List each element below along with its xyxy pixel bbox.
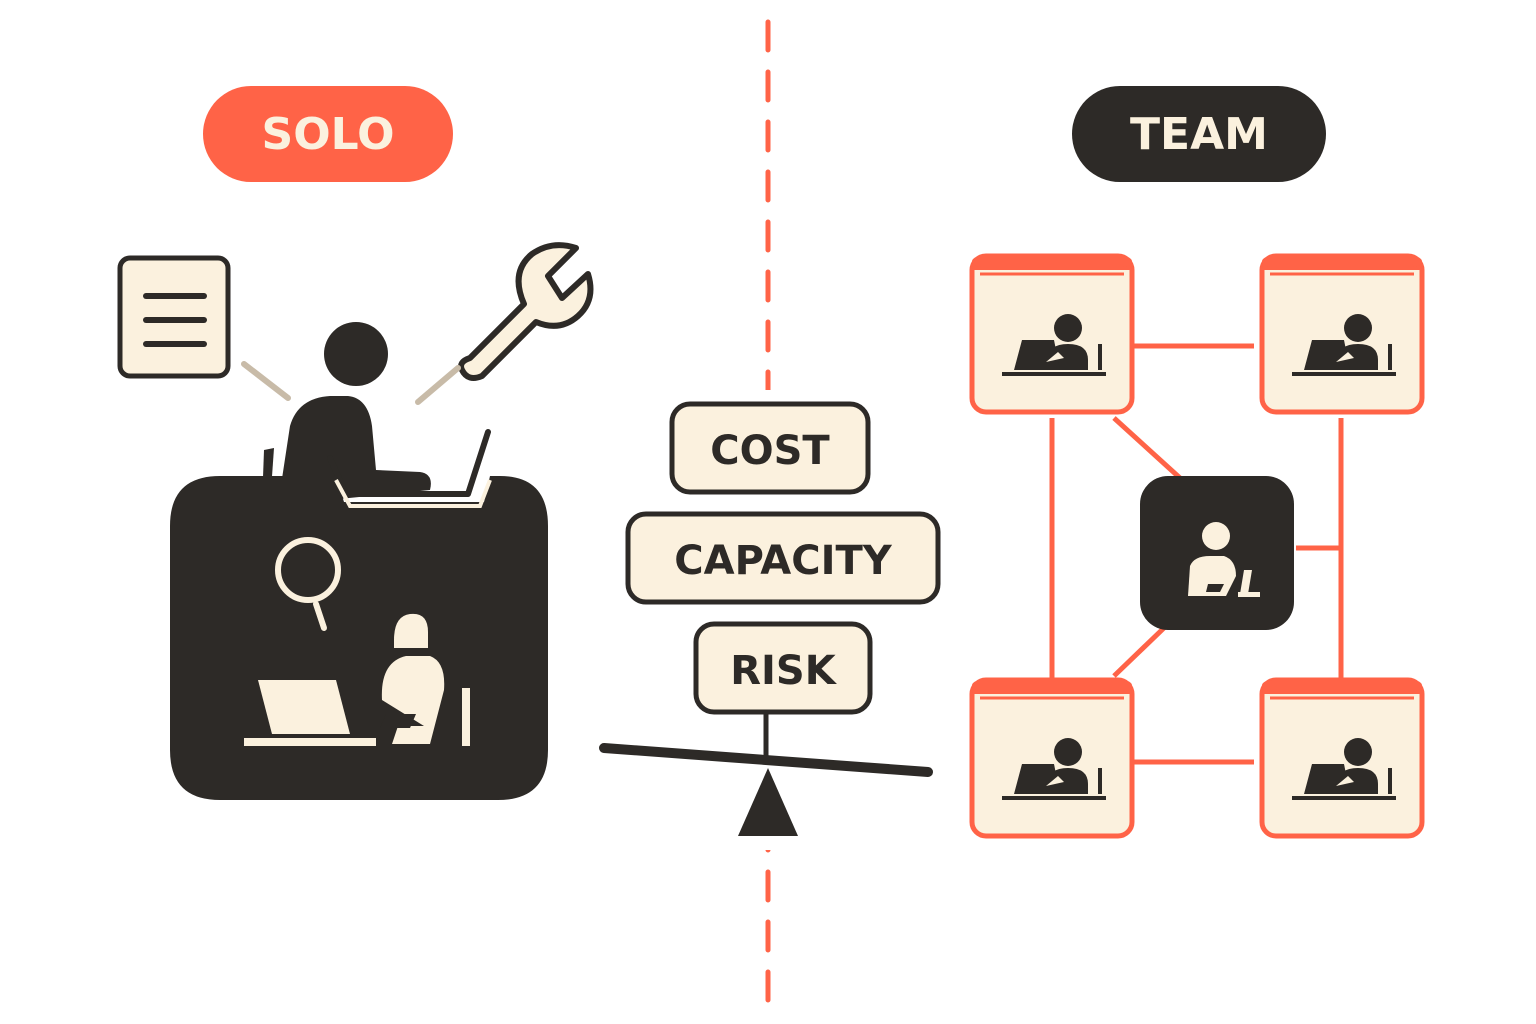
factor-stack: COST CAPACITY RISK <box>625 401 941 715</box>
factor-cost: COST <box>669 401 871 495</box>
desk-worker-icon <box>244 613 470 746</box>
team-member-top-left <box>972 256 1132 412</box>
team-member-bottom-left <box>972 680 1132 836</box>
factor-capacity-label: CAPACITY <box>674 538 892 584</box>
team-label-pill: TEAM <box>1072 86 1326 182</box>
factor-risk-label: RISK <box>730 648 837 694</box>
seesaw-icon <box>599 712 933 836</box>
workstation-icon <box>170 476 548 800</box>
solo-illustration <box>117 242 594 800</box>
solo-label: SOLO <box>262 109 395 160</box>
factor-capacity: CAPACITY <box>625 511 941 605</box>
wrench-icon <box>458 242 594 381</box>
hub-person-icon <box>1140 476 1294 630</box>
document-icon <box>117 255 231 379</box>
factor-risk: RISK <box>693 621 873 715</box>
magnifier-icon <box>275 537 341 631</box>
team-label: TEAM <box>1130 109 1268 160</box>
team-network <box>972 256 1422 836</box>
team-member-top-right <box>1262 256 1422 412</box>
solo-label-pill: SOLO <box>203 86 453 182</box>
team-connections <box>1049 343 1344 765</box>
factor-cost-label: COST <box>710 428 830 474</box>
team-member-bottom-right <box>1262 680 1422 836</box>
